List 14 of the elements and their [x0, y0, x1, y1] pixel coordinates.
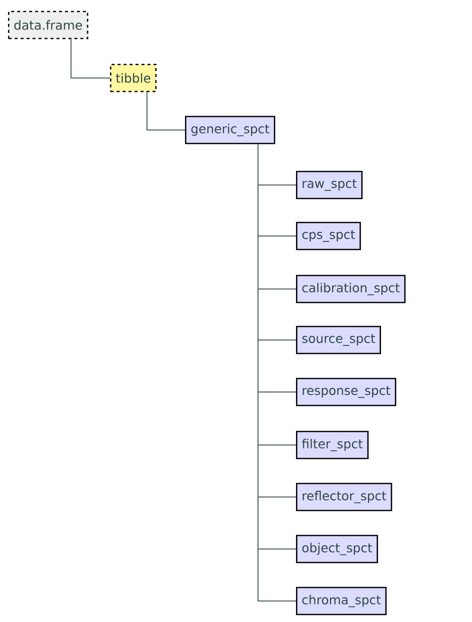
class-box: calibration_spct — [296, 274, 406, 304]
class-box: filter_spct — [296, 430, 369, 460]
class-box: chroma_spct — [296, 586, 387, 616]
class-box: source_spct — [296, 326, 381, 354]
connector-line — [146, 92, 186, 130]
class-box: raw_spct — [296, 170, 363, 200]
class-box: reflector_spct — [296, 482, 392, 512]
connector-line — [70, 38, 110, 78]
class-box: data.frame — [8, 10, 88, 40]
class-box: tibble — [110, 64, 157, 92]
class-box: response_spct — [296, 378, 396, 406]
class-box: generic_spct — [185, 116, 276, 144]
class-box: cps_spct — [296, 222, 361, 250]
class-box: object_spct — [296, 534, 378, 564]
